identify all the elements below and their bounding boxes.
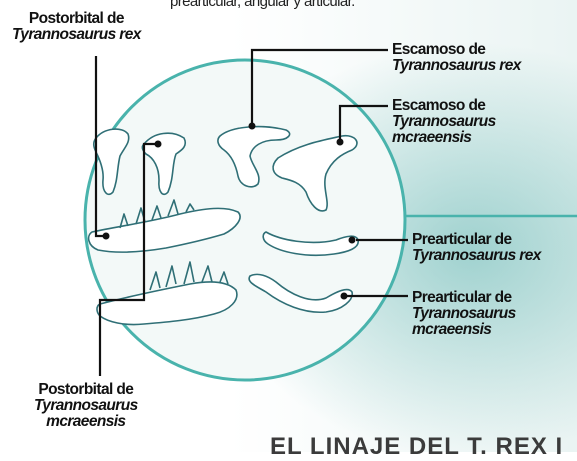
dot-postorbital-rex xyxy=(103,233,110,240)
label-prearticular-mcraeensis-line1: Prearticular de xyxy=(412,290,516,306)
label-escamoso-mcraeensis-line1: Escamoso de xyxy=(392,98,496,114)
label-postorbital-rex-line2: Tyrannosaurus rex xyxy=(12,27,141,43)
label-prearticular-mcraeensis-line3: mcraeensis xyxy=(412,322,516,338)
label-postorbital-rex: Postorbital de Tyrannosaurus rex xyxy=(12,11,141,43)
label-prearticular-rex-line1: Prearticular de xyxy=(412,232,541,248)
label-postorbital-mcraeensis-line3: mcraeensis xyxy=(34,414,138,430)
label-escamoso-mcraeensis-line2: Tyrannosaurus xyxy=(392,114,496,130)
label-postorbital-rex-line1: Postorbital de xyxy=(12,11,141,27)
dot-escamoso-rex xyxy=(249,123,256,130)
label-prearticular-rex: Prearticular de Tyrannosaurus rex xyxy=(412,232,541,264)
label-postorbital-mcraeensis-line1: Postorbital de xyxy=(34,382,138,398)
label-prearticular-mcraeensis-line2: Tyrannosaurus xyxy=(412,306,516,322)
label-escamoso-rex: Escamoso de Tyrannosaurus rex xyxy=(392,42,521,74)
specimen-circle xyxy=(85,60,405,380)
dot-prearticular-rex xyxy=(349,237,356,244)
label-escamoso-mcraeensis-line3: mcraeensis xyxy=(392,130,496,146)
dot-prearticular-mcraeensis xyxy=(341,293,348,300)
label-postorbital-mcraeensis: Postorbital de Tyrannosaurus mcraeensis xyxy=(34,382,138,430)
label-prearticular-mcraeensis: Prearticular de Tyrannosaurus mcraeensis xyxy=(412,290,516,338)
label-prearticular-rex-line2: Tyrannosaurus rex xyxy=(412,248,541,264)
label-escamoso-rex-line1: Escamoso de xyxy=(392,42,521,58)
label-escamoso-mcraeensis: Escamoso de Tyrannosaurus mcraeensis xyxy=(392,98,496,146)
dot-escamoso-mcraeensis xyxy=(337,139,344,146)
footer-title: EL LINAJE DEL T. REX I xyxy=(270,433,563,461)
dot-postorbital-mcraeensis xyxy=(155,141,162,148)
label-escamoso-rex-line2: Tyrannosaurus rex xyxy=(392,58,521,74)
label-postorbital-mcraeensis-line2: Tyrannosaurus xyxy=(34,398,138,414)
